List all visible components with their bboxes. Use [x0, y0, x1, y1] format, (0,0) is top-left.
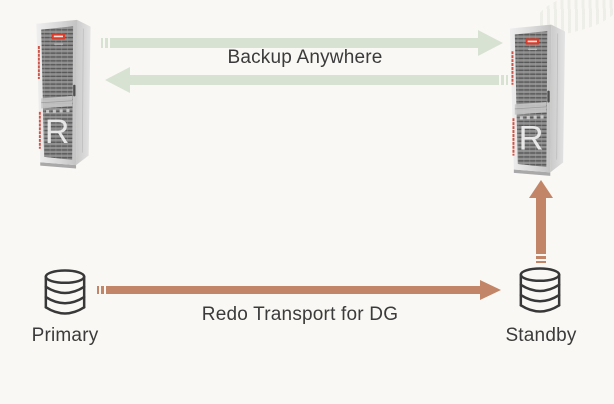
arrow-head — [478, 30, 503, 56]
backup-anywhere-arrow-right — [101, 30, 503, 56]
recovery-appliance-left — [29, 17, 96, 170]
arrow-shaft — [130, 75, 499, 85]
arrow-head — [480, 280, 501, 300]
primary-database-icon — [44, 269, 86, 315]
arrow-shaft — [536, 198, 546, 254]
redo-transport-label: Redo Transport for DG — [201, 304, 399, 325]
primary-label: Primary — [31, 325, 99, 346]
backup-anywhere-label: Backup Anywhere — [227, 47, 383, 68]
standby-database-icon — [519, 267, 561, 313]
arrow-tail-dash — [506, 75, 508, 85]
recovery-appliance-right — [503, 21, 570, 178]
arrow-shaft — [110, 38, 478, 48]
standby-label: Standby — [505, 325, 577, 346]
redo-transport-arrow — [97, 280, 501, 300]
arrow-tail-dash — [101, 286, 104, 294]
arrow-tail-dash — [97, 286, 99, 294]
backup-anywhere-arrow-left — [105, 67, 508, 93]
arrow-head — [529, 180, 553, 198]
arrow-tail-dash — [105, 38, 108, 48]
arrow-tail-dash — [536, 256, 546, 259]
arrow-head — [105, 67, 130, 93]
arrow-tail-dash — [501, 75, 504, 85]
arrow-tail-dash — [101, 38, 103, 48]
arrow-tail-dash — [536, 261, 546, 263]
standby-to-appliance-arrow — [529, 180, 553, 263]
arrow-shaft — [106, 286, 480, 294]
